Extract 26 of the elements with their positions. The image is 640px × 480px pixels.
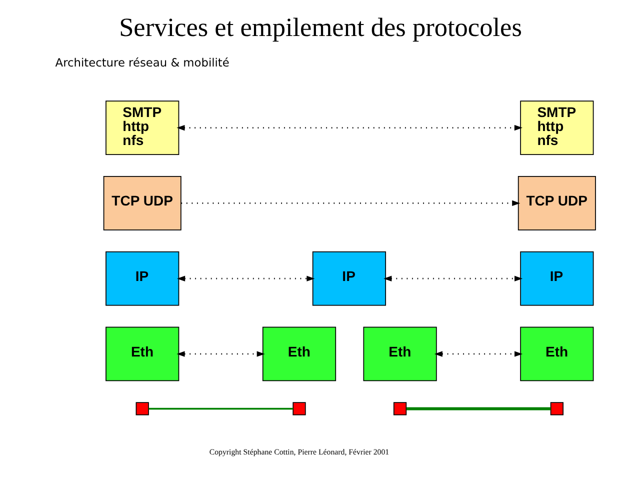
node-box: Eth — [520, 326, 594, 382]
node-box — [135, 402, 148, 416]
node-box: SMTP http nfs — [105, 100, 179, 155]
node-box: IP — [520, 251, 594, 306]
label: Architecture réseau & mobilité — [54, 55, 229, 70]
node-box: Eth — [362, 326, 436, 382]
node-box: TCP UDP — [517, 176, 596, 230]
arrow — [176, 351, 264, 357]
arrow — [176, 124, 522, 131]
node-box: SMTP http nfs — [520, 100, 594, 155]
node-box — [392, 402, 406, 416]
node-box — [292, 402, 306, 416]
arrow — [176, 276, 314, 282]
node-box — [550, 402, 563, 416]
arrow — [434, 351, 522, 357]
node-box: TCP UDP — [102, 176, 181, 230]
arrow — [180, 200, 520, 206]
node-box: IP — [105, 251, 179, 306]
arrow — [383, 276, 522, 282]
node-box: Eth — [262, 326, 336, 382]
node-box: Eth — [105, 326, 179, 382]
diagram-title: Services et empilement des protocoles — [118, 13, 522, 42]
connector — [406, 407, 550, 410]
label: Copyright Stéphane Cottin, Pierre Léonard, Février 2001 — [208, 447, 389, 456]
connector — [148, 408, 293, 410]
node-box: IP — [312, 251, 386, 306]
